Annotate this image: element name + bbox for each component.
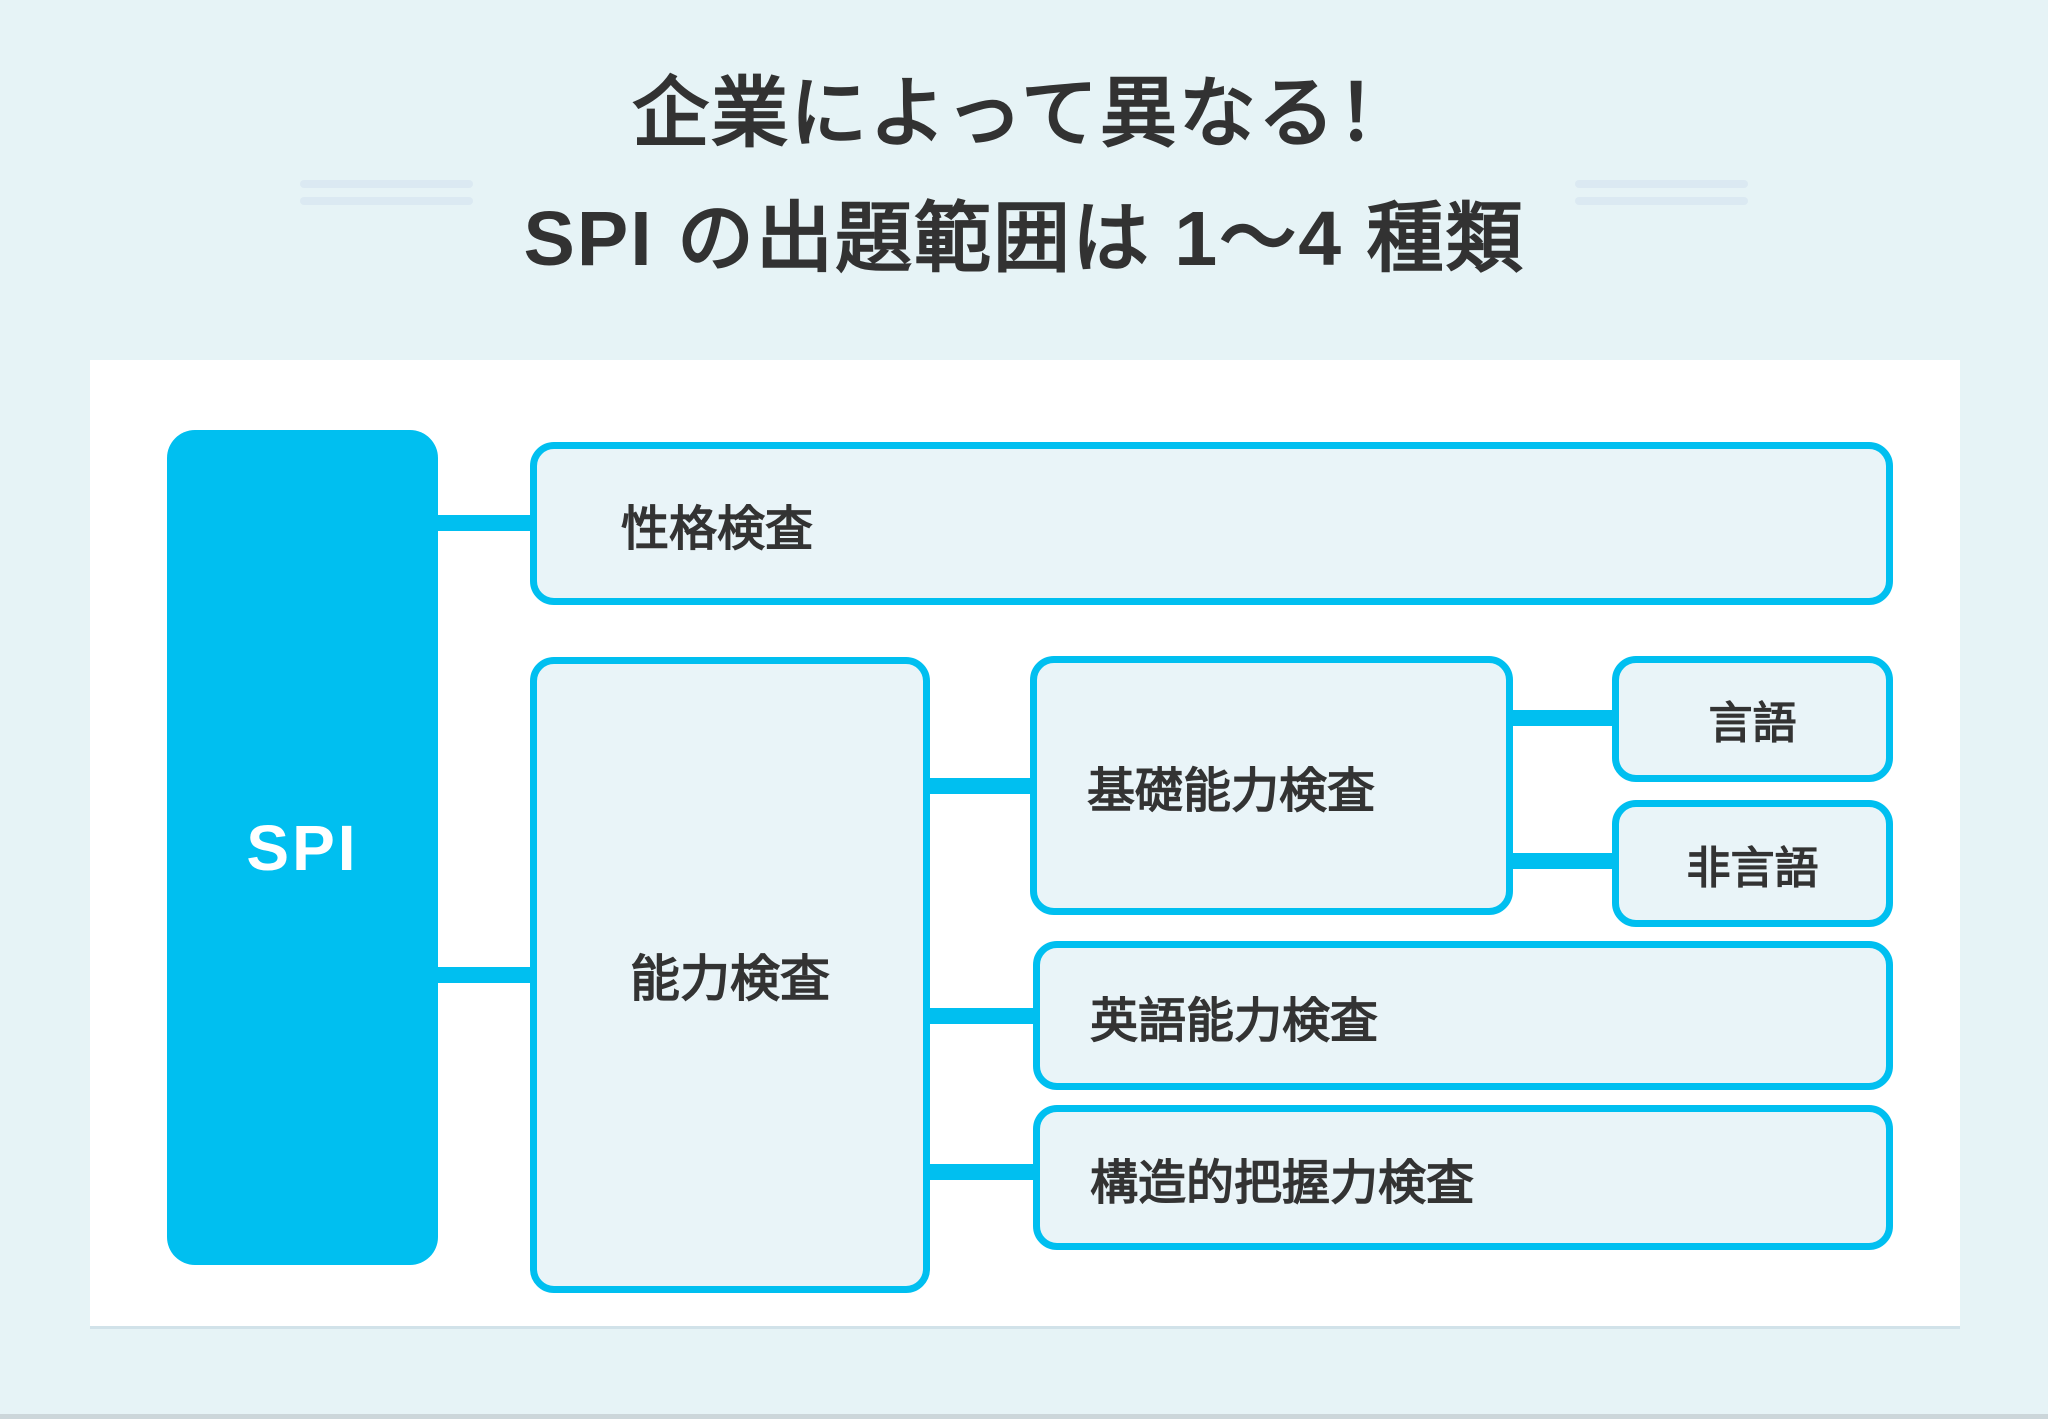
- node-gengo: 言語: [1612, 656, 1893, 782]
- node-nouryoku-label: 能力検査: [630, 951, 830, 1007]
- decorative-bar: [1575, 180, 1748, 188]
- connector-kiso-to-gengo: [1506, 710, 1620, 726]
- node-seikaku-label: 性格検査: [621, 502, 814, 556]
- page-title-line1: 企業によって異なる！: [632, 71, 1416, 157]
- node-eigo: 英語能力検査: [1033, 941, 1893, 1090]
- decorative-bar: [1575, 197, 1748, 205]
- decorative-bar: [300, 180, 473, 188]
- connector-kiso-to-higengo: [1506, 853, 1620, 869]
- connector-nouryoku-to-kiso: [925, 778, 1038, 794]
- node-higengo: 非言語: [1612, 800, 1893, 927]
- bottom-edge-strip: [0, 1414, 2048, 1419]
- node-spi-root: SPI: [167, 430, 438, 1265]
- node-higengo-label: 非言語: [1686, 843, 1819, 893]
- decorative-bar: [300, 197, 473, 205]
- node-spi-label: SPI: [246, 811, 359, 884]
- page-title-line2: SPI の出題範囲は 1〜4 種類: [523, 195, 1525, 282]
- page-title: 企業によって異なる！ SPI の出題範囲は 1〜4 種類: [0, 52, 2048, 301]
- decorative-lines-right: [1575, 180, 1748, 206]
- node-kiso-label: 基礎能力検査: [1087, 764, 1376, 818]
- connector-spi-to-seikaku: [430, 515, 538, 531]
- node-eigo-label: 英語能力検査: [1090, 994, 1379, 1048]
- node-seikaku: 性格検査: [530, 442, 1893, 605]
- connector-nouryoku-to-eigo: [925, 1008, 1041, 1024]
- node-kouzou: 構造的把握力検査: [1033, 1105, 1893, 1250]
- connector-nouryoku-to-kouzou: [925, 1164, 1041, 1180]
- node-gengo-label: 言語: [1708, 699, 1797, 748]
- node-nouryoku: 能力検査: [530, 657, 930, 1293]
- connector-spi-to-nouryoku: [430, 967, 538, 983]
- node-kouzou-label: 構造的把握力検査: [1090, 1156, 1475, 1210]
- decorative-lines-left: [300, 180, 473, 206]
- node-kiso: 基礎能力検査: [1030, 656, 1513, 915]
